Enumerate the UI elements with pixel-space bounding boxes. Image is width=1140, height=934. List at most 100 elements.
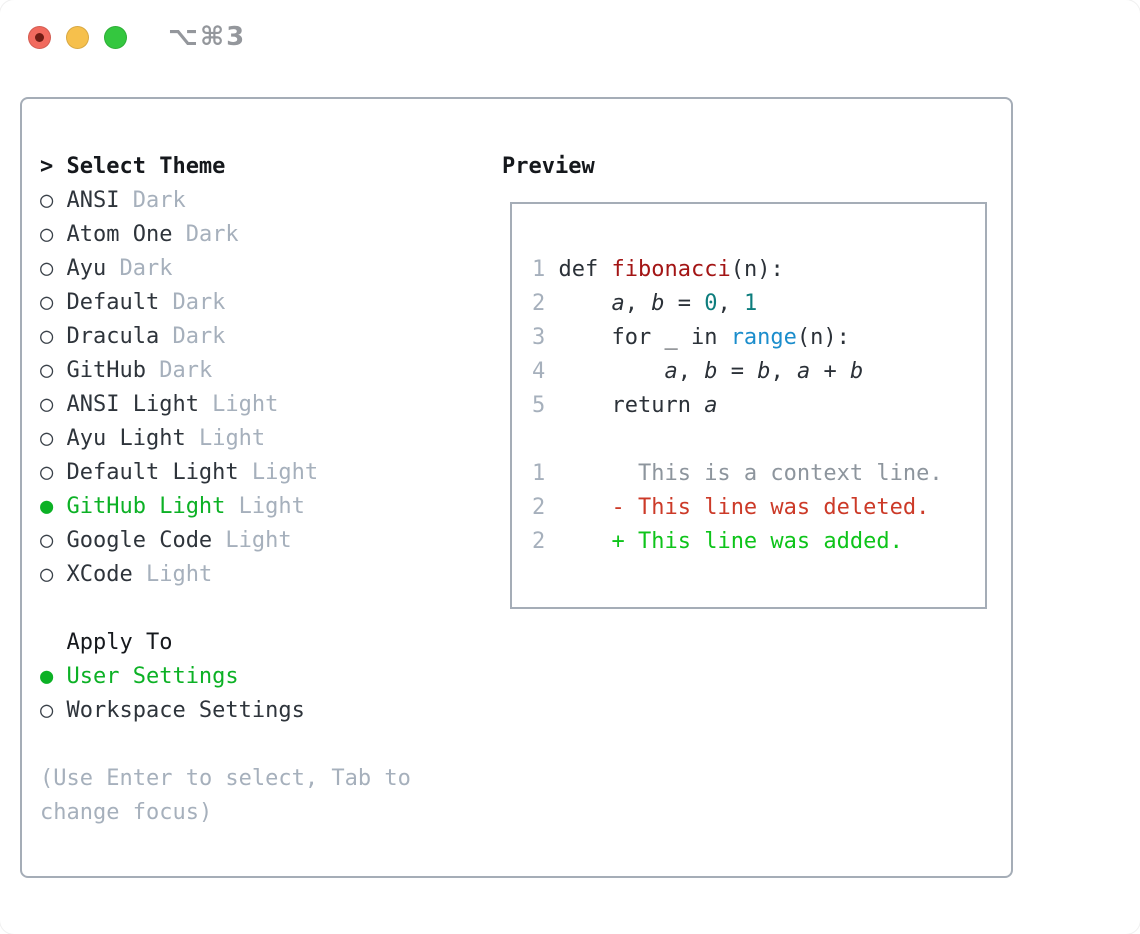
token-code: = xyxy=(717,359,758,384)
token-ln: 4 xyxy=(532,359,559,384)
token-ln: 2 xyxy=(532,291,559,316)
radio-unselected-icon: ○ xyxy=(40,188,54,213)
theme-name: Ayu xyxy=(66,256,107,281)
radio-unselected-icon: ○ xyxy=(40,562,54,587)
apply-to-list: ● User Settings ○ Workspace Settings xyxy=(40,660,500,728)
theme-name: Atom One xyxy=(66,222,173,247)
theme-variant: Light xyxy=(185,426,266,451)
theme-name: Google Code xyxy=(66,528,213,553)
preview-line xyxy=(532,423,985,457)
radio-unselected-icon: ○ xyxy=(40,290,54,315)
help-text: (Use Enter to select, Tab to change focu… xyxy=(40,766,411,825)
theme-option-ayu-light[interactable]: ○ Ayu Light Light xyxy=(40,422,500,456)
theme-option-dracula[interactable]: ○Dracula Dark xyxy=(40,320,500,354)
preview-line: 2 - This line was deleted. xyxy=(532,491,985,525)
titlebar: ⌥⌘3 xyxy=(0,0,1140,75)
token-ln: 5 xyxy=(532,393,559,418)
spacer xyxy=(40,592,500,626)
token-num: 0 xyxy=(704,291,718,316)
prompt-icon: > xyxy=(40,154,54,179)
window-title: ⌥⌘3 xyxy=(168,22,247,52)
theme-variant: Dark xyxy=(145,358,213,383)
preview-line: 2 a, b = 0, 1 xyxy=(532,287,985,321)
token-code: (n): xyxy=(730,257,784,282)
radio-selected-icon: ● xyxy=(40,494,54,519)
theme-variant: Light xyxy=(238,460,319,485)
theme-variant: Light xyxy=(132,562,213,587)
preview-title: Preview xyxy=(502,154,595,179)
theme-variant: Light xyxy=(198,392,279,417)
token-code: for _ in xyxy=(558,325,731,350)
theme-option-github[interactable]: ○ GitHub Dark xyxy=(40,354,500,388)
preview-line: 4 a, b = b, a + b xyxy=(532,355,985,389)
token-var: b xyxy=(704,359,718,384)
token-code: = xyxy=(664,291,705,316)
theme-name: Ayu Light xyxy=(66,426,186,451)
theme-option-google-code[interactable]: ○ Google Code Light xyxy=(40,524,500,558)
token-code: , xyxy=(624,291,652,316)
theme-name: Default Light xyxy=(66,460,239,485)
radio-unselected-icon: ○ xyxy=(40,426,54,451)
radio-unselected-icon: ○ xyxy=(40,358,54,383)
theme-picker-column: >Select Theme ○ANSI Dark○Atom One Dark○A… xyxy=(40,150,500,830)
theme-option-default[interactable]: ○Default Dark xyxy=(40,286,500,320)
select-theme-header: > Select Theme xyxy=(40,150,500,184)
token-call: range xyxy=(730,325,797,350)
theme-name: Dracula xyxy=(66,324,160,349)
apply-option-label: Workspace Settings xyxy=(66,698,305,723)
token-var: b xyxy=(651,291,665,316)
token-ln: 2 xyxy=(532,529,546,554)
preview-line: 5 return a xyxy=(532,389,985,423)
theme-option-github-light[interactable]: ●GitHub Light Light xyxy=(40,490,500,524)
radio-unselected-icon: ○ xyxy=(40,324,54,349)
token-code xyxy=(559,291,612,316)
theme-name: ANSI Light xyxy=(66,392,199,417)
radio-selected-icon: ● xyxy=(40,664,54,689)
apply-option-workspace-settings[interactable]: ○ Workspace Settings xyxy=(40,694,500,728)
theme-picker-panel: >Select Theme ○ANSI Dark○Atom One Dark○A… xyxy=(20,97,1013,878)
apply-option-user-settings[interactable]: ● User Settings xyxy=(40,660,500,694)
select-theme-title: Select Theme xyxy=(66,154,226,179)
apply-to-header: Apply To xyxy=(66,630,173,655)
radio-unselected-icon: ○ xyxy=(40,528,54,553)
token-var: a xyxy=(704,393,718,418)
theme-variant: Dark xyxy=(106,256,173,281)
close-button[interactable] xyxy=(28,26,51,49)
token-var: a xyxy=(796,359,811,384)
minimize-button[interactable] xyxy=(66,26,89,49)
close-dot-icon xyxy=(35,33,44,42)
theme-variant: Light xyxy=(225,494,305,519)
token-var: b xyxy=(849,359,864,384)
token-var: a xyxy=(664,359,678,384)
radio-unselected-icon: ○ xyxy=(40,256,54,281)
theme-variant: Dark xyxy=(119,188,186,213)
theme-option-default-light[interactable]: ○Default Light Light xyxy=(40,456,500,490)
token-code: , xyxy=(770,359,797,384)
theme-variant: Light xyxy=(212,528,292,553)
token-ln: 1 xyxy=(532,461,546,486)
zoom-button[interactable] xyxy=(104,26,127,49)
token-var: a xyxy=(611,291,625,316)
theme-option-ansi[interactable]: ○ ANSI Dark xyxy=(40,184,500,218)
theme-name: GitHub xyxy=(66,358,146,383)
radio-unselected-icon: ○ xyxy=(40,698,54,723)
token-code xyxy=(545,529,611,554)
token-ln: 3 xyxy=(532,325,559,350)
theme-option-ansi-light[interactable]: ○ANSI Light Light xyxy=(40,388,500,422)
token-add: + This line was added. xyxy=(611,529,903,554)
preview-line: 3 for _ in range(n): xyxy=(532,321,985,355)
theme-option-ayu[interactable]: ○ Ayu Dark xyxy=(40,252,500,286)
preview-line: 2 + This line was added. xyxy=(532,525,985,559)
token-var: b xyxy=(757,359,771,384)
theme-option-atom-one[interactable]: ○Atom One Dark xyxy=(40,218,500,252)
token-code xyxy=(559,359,665,384)
apply-option-label: User Settings xyxy=(66,664,239,689)
token-code: , xyxy=(717,291,744,316)
theme-option-xcode[interactable]: ○XCode Light xyxy=(40,558,500,592)
token-ln: 2 xyxy=(532,495,546,520)
theme-name: ANSI xyxy=(66,188,120,213)
traffic-lights xyxy=(28,26,127,49)
token-code: def xyxy=(558,257,612,282)
